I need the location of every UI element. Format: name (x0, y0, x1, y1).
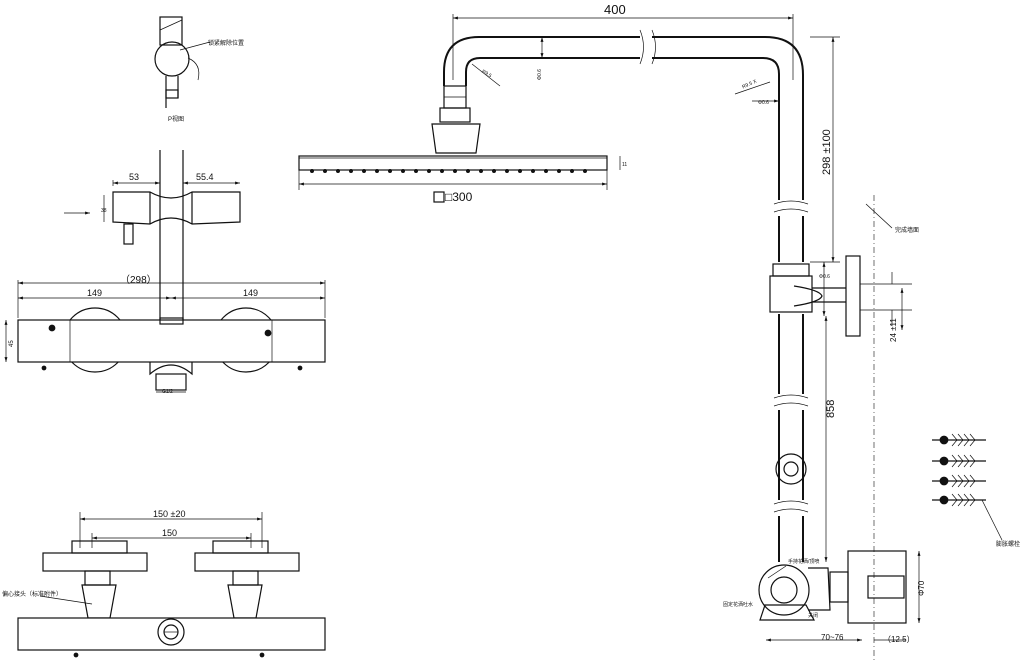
nozzle (491, 168, 496, 173)
front-dim-right: 149 (243, 288, 258, 298)
switch-label: 手持花洒/顶喷 (788, 558, 819, 565)
wall-label: 完成墙面 (895, 226, 919, 234)
front-dim-outlet: G1/2 (162, 389, 173, 395)
fixed-label: 固定花洒吐水 (723, 601, 753, 608)
front-dim-left: 149 (87, 288, 102, 298)
shower-head-view: □300 11 (298, 85, 627, 204)
nozzle (452, 168, 457, 173)
nozzle (426, 168, 431, 173)
nozzle (465, 168, 470, 173)
close-label: 关闭 (808, 612, 818, 619)
eccentric-note: 偏心接头（标准附件） (2, 590, 62, 598)
nozzle (570, 168, 575, 173)
nozzle (478, 168, 483, 173)
nozzle (322, 168, 327, 173)
shower-size-label: □300 (445, 190, 473, 204)
top-view-detail: 锁紧解除位置 P视图 (154, 16, 244, 123)
shower-dim-thickness: 11 (622, 162, 627, 168)
nozzle (518, 168, 523, 173)
front-dim-total: （298） (120, 274, 157, 286)
anchor-bolt (932, 433, 986, 447)
nozzle (413, 168, 418, 173)
anchor-bolt (932, 474, 986, 488)
arm-dia-1: Φ0.6 (537, 69, 543, 80)
nozzle (439, 168, 444, 173)
nozzle (504, 168, 509, 173)
side-view-detail: 53 55.4 38 (64, 150, 241, 320)
anchor-bolts: 膨胀螺栓 (932, 433, 1020, 548)
side-dim-left: 53 (129, 172, 139, 182)
nozzle (361, 168, 366, 173)
anchor-label: 膨胀螺栓 (996, 540, 1020, 548)
bottom-dim-inner: 150 (162, 528, 177, 538)
side-dim-small: 38 (101, 208, 107, 214)
bracket-dia: Φ0.6 (819, 274, 830, 280)
depth-dim: 70~76 (821, 633, 844, 642)
body-diameter: Φ70 (917, 580, 926, 596)
p-view-caption: P视图 (168, 115, 184, 123)
arm-length: 400 (604, 2, 626, 17)
nozzle (583, 168, 588, 173)
small-dim: （12.5） (883, 635, 915, 644)
bottom-mixer-view: 150 ±20 150 偏心接头（标准附件） (2, 509, 326, 658)
arm-radius-1: R9.5 (480, 69, 492, 80)
side-dim-right: 55.4 (196, 172, 214, 182)
nozzle (557, 168, 562, 173)
front-dim-height: 45 (9, 340, 15, 347)
bottom-dim-outer: 150 ±20 (153, 509, 185, 519)
nozzle (544, 168, 549, 173)
bracket-dim: 24 ±11 (889, 318, 898, 342)
front-mixer-view: （298） 149 149 G1/2 45 (4, 274, 326, 395)
nozzle (387, 168, 392, 173)
anchor-bolt (932, 454, 986, 468)
nozzle (348, 168, 353, 173)
nozzle (335, 168, 340, 173)
nozzle (374, 168, 379, 173)
anchor-bolt (932, 493, 986, 507)
riser-lower-dim: 858 (825, 400, 837, 418)
nozzle (531, 168, 536, 173)
riser-upper-dim: 298 ±100 (821, 129, 833, 175)
nozzle (309, 168, 314, 173)
nozzle (400, 168, 405, 173)
arm-dia-2: Φ0.6 (758, 100, 769, 106)
nozzle-row (309, 168, 588, 173)
lock-release-note: 锁紧解除位置 (208, 39, 244, 47)
riser-assembly: 400 Φ0.6 R9.5 R9.5 X Φ0.6 298 ±100 (443, 2, 926, 660)
